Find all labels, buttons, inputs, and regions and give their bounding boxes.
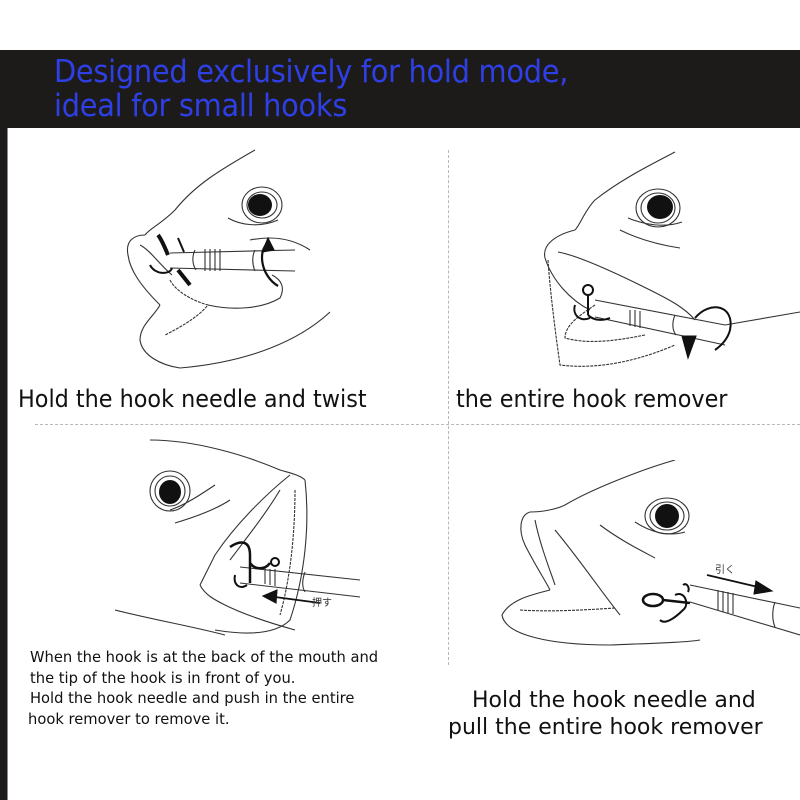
illustration-twist-up [126,149,331,369]
caption-twist-left: Hold the hook needle and twist [18,385,367,413]
caption-pull: Hold the hook needle and pull the entire… [448,687,763,741]
left-frame-edge [7,128,8,800]
illustration-pull [501,460,800,646]
caption-push-line-3: Hold the hook needle and push in the ent… [30,689,355,707]
caption-push-line-2: the tip of the hook is in front of you. [30,668,296,687]
pull-label: 引く [715,565,735,576]
horizontal-divider [35,424,800,425]
caption-twist-right: the entire hook remover [456,385,728,413]
caption-pull-line-1: Hold the hook needle and [472,688,756,713]
illustration-twist-down [544,151,800,367]
headline-line-1: Designed exclusively for hold mode, [54,54,569,90]
headline: Designed exclusively for hold mode, idea… [54,55,568,123]
top-margin [0,0,800,50]
caption-push: When the hook is at the back of the mout… [28,647,379,729]
caption-push-line-1: When the hook is at the back of the mout… [30,648,379,666]
headline-line-2: ideal for small hooks [54,88,348,124]
left-frame-border [0,128,7,800]
push-label: 押す [312,598,332,609]
caption-push-line-4: hook remover to remove it. [28,709,230,728]
caption-pull-line-2: pull the entire hook remover [448,715,763,740]
header-banner [0,50,800,128]
vertical-divider [448,150,449,665]
illustration-push [115,439,361,636]
instruction-panel [8,128,800,800]
